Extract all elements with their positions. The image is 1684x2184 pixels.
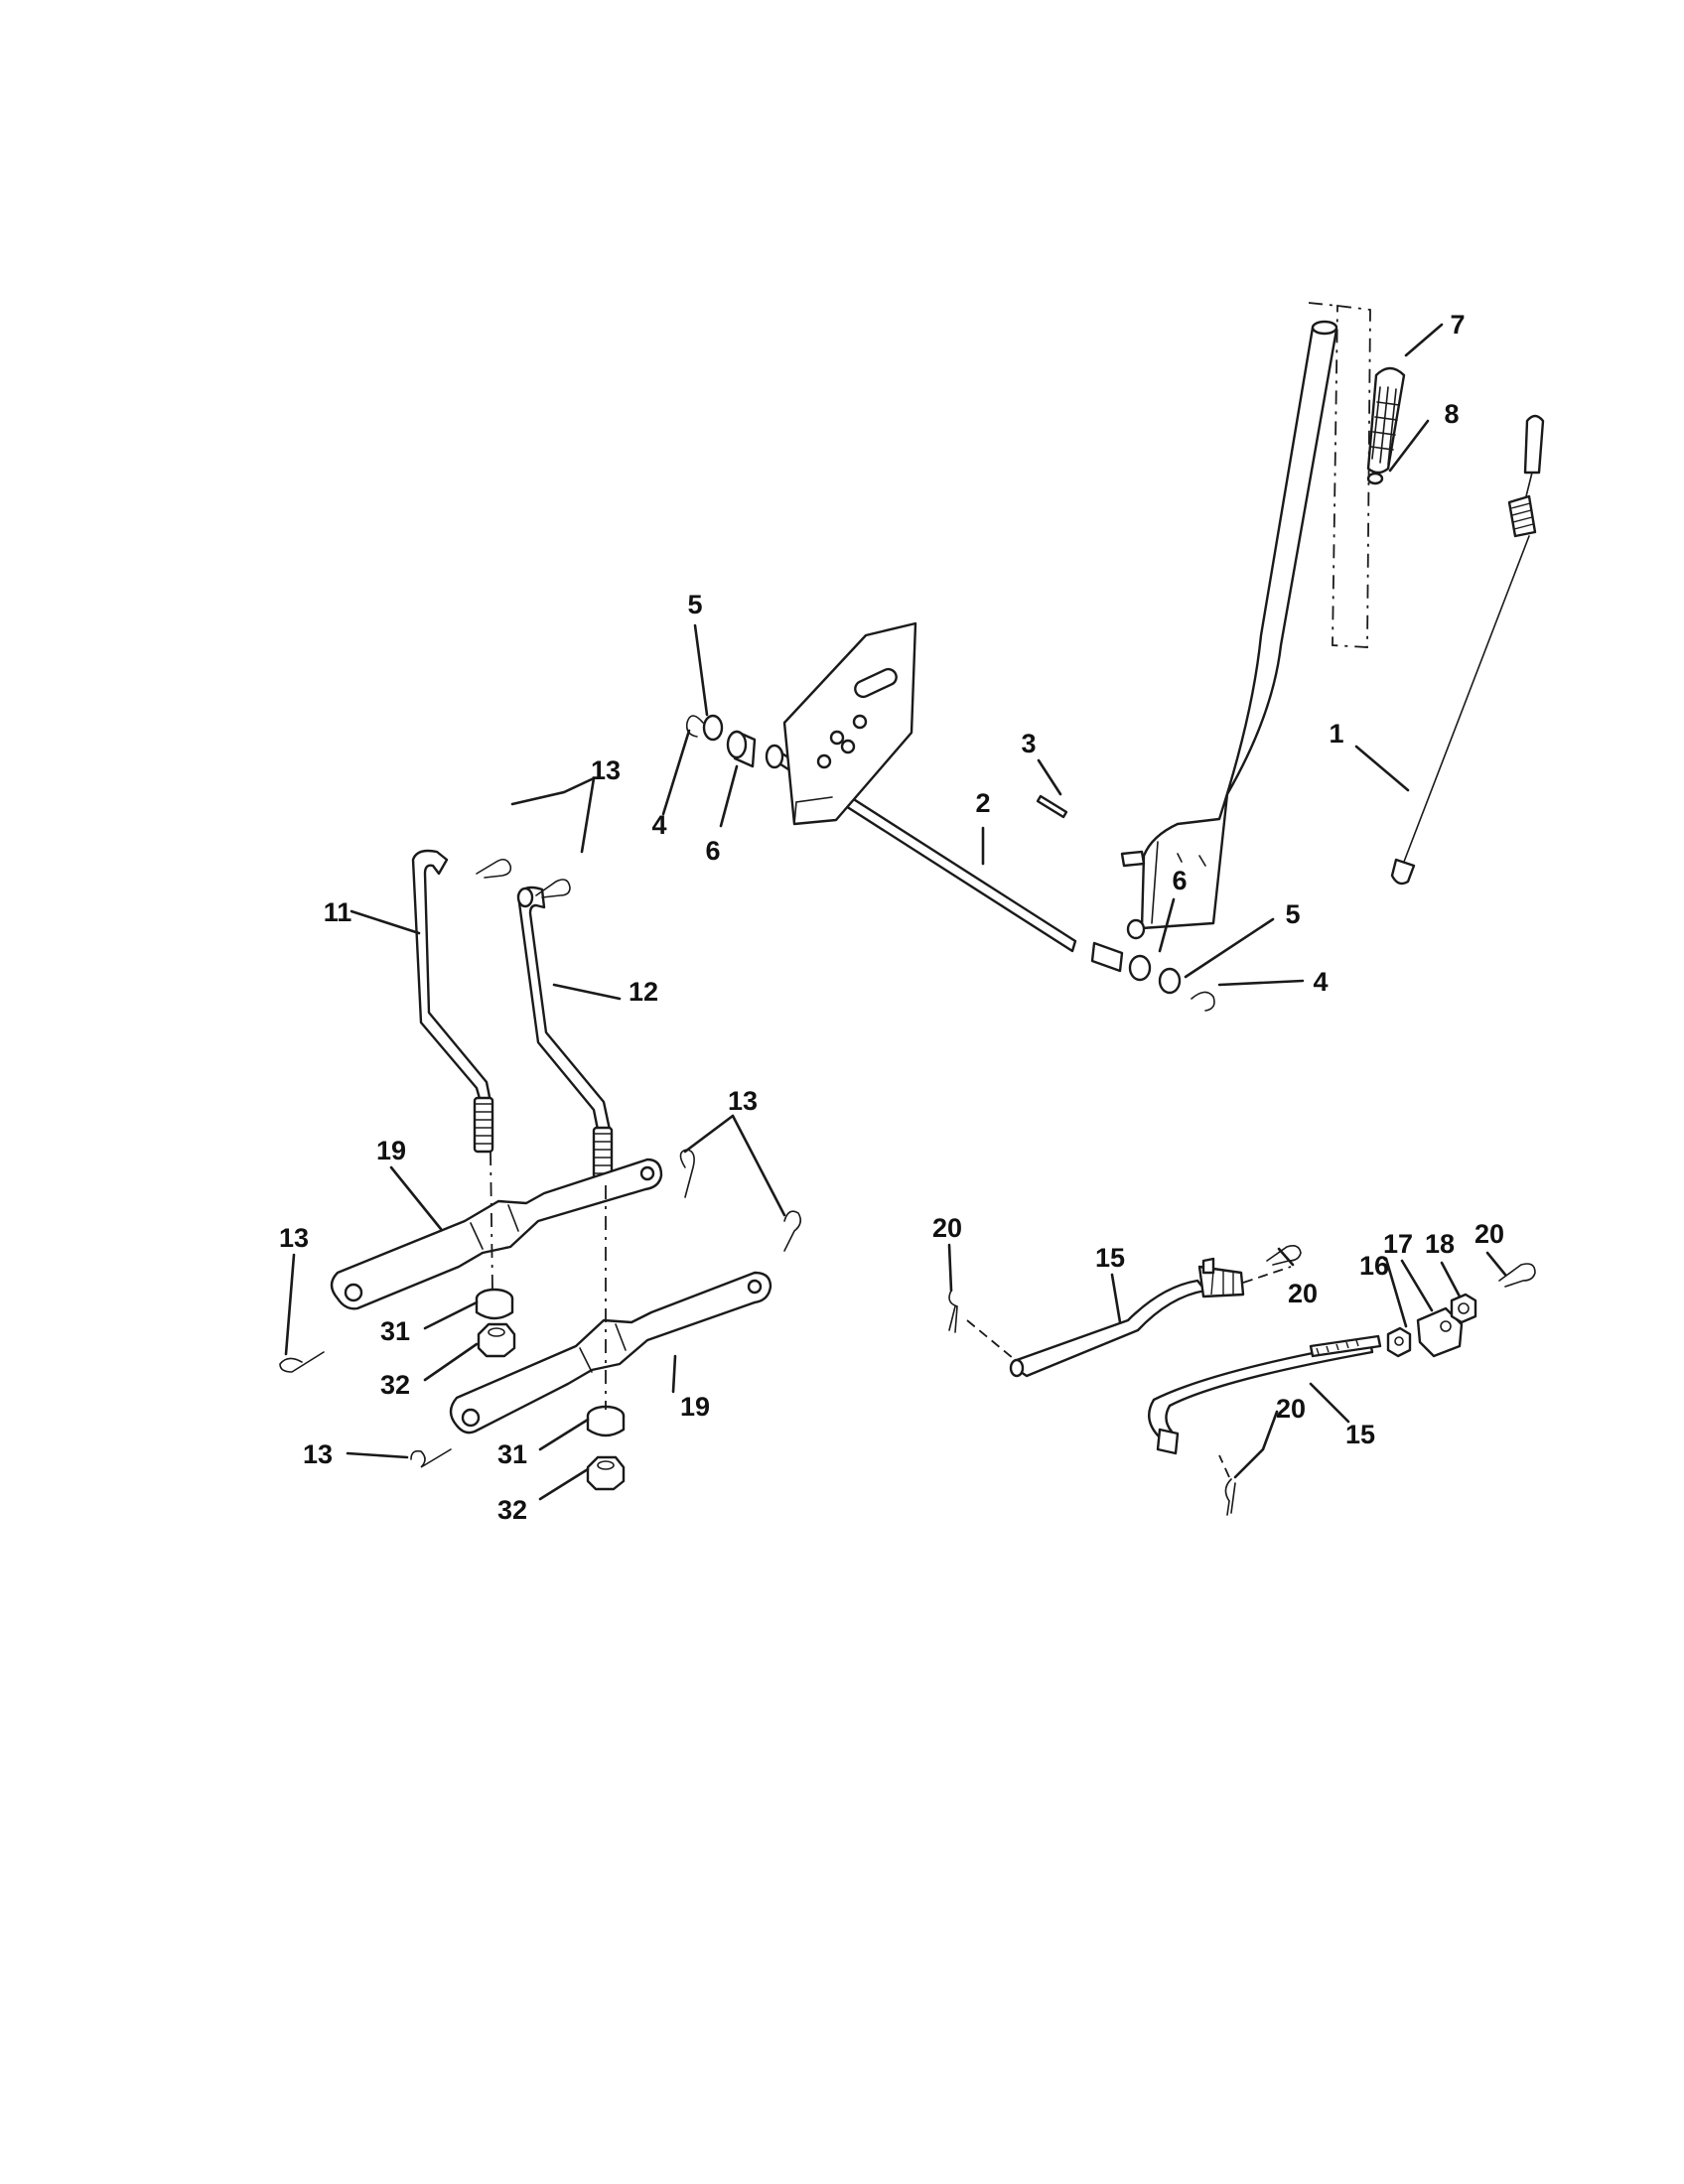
nut-part-32-upper: [477, 1322, 516, 1358]
hairpin-part-13-top-b: [535, 879, 571, 898]
lift-handle: [1120, 320, 1338, 940]
callout-13: 13: [591, 755, 621, 785]
callout-8: 8: [1444, 399, 1459, 429]
callout-19: 19: [680, 1392, 710, 1422]
callout-20: 20: [1474, 1219, 1504, 1249]
callout-6: 6: [1172, 866, 1187, 895]
callout-31: 31: [380, 1316, 410, 1346]
callout-13: 13: [279, 1223, 309, 1253]
plug-part-8: [1366, 472, 1384, 485]
hairpin-part-4-right: [1191, 991, 1215, 1012]
hairpin-part-13-bottom: [410, 1448, 452, 1468]
block-part-17: [1416, 1306, 1464, 1358]
rod-dash-line-b: [1242, 1266, 1292, 1284]
callout-11: 11: [324, 897, 352, 927]
grip-part-7: [1308, 302, 1406, 648]
lift-link-part-12: [516, 886, 614, 1187]
callout-32: 32: [380, 1370, 410, 1400]
callout-31: 31: [497, 1439, 527, 1469]
callout-32: 32: [497, 1495, 527, 1525]
hairpin-part-13-mid-b: [783, 1210, 802, 1252]
cotter-pin-part-20-a: [948, 1290, 958, 1333]
cotter-pin-part-20-c: [1498, 1263, 1536, 1288]
callout-19: 19: [376, 1136, 406, 1165]
adjust-rod-part-15-upper: [1009, 1257, 1245, 1378]
callout-4: 4: [1313, 967, 1328, 997]
callout-20: 20: [1288, 1279, 1318, 1308]
callout-15: 15: [1095, 1243, 1125, 1273]
washer-part-5-right: [1158, 967, 1182, 995]
callout-1: 1: [1329, 719, 1343, 749]
mount-bracket: [782, 621, 917, 826]
lift-arm-part-19-upper: [330, 1158, 663, 1310]
bushing-part-6-left: [726, 730, 784, 769]
callout-20: 20: [932, 1213, 962, 1243]
callout-5: 5: [1285, 899, 1300, 929]
callout-4: 4: [651, 810, 666, 840]
lift-arm-part-19-lower: [449, 1271, 772, 1434]
bushing-part-31-lower: [586, 1405, 626, 1437]
callout-12: 12: [629, 977, 658, 1007]
nut-part-18: [1450, 1293, 1477, 1324]
callout-5: 5: [687, 590, 702, 619]
callout-18: 18: [1425, 1229, 1455, 1259]
callout-20: 20: [1276, 1394, 1306, 1424]
cotter-pin-part-20-b: [1266, 1245, 1302, 1266]
callout-2: 2: [975, 788, 990, 818]
washer-part-5-left: [702, 714, 724, 742]
callout-3: 3: [1021, 729, 1036, 758]
cotter-pin-part-20-d: [1224, 1478, 1236, 1516]
lift-link-part-11: [411, 849, 494, 1154]
callout-17: 17: [1383, 1229, 1413, 1259]
cable-part-1: [1390, 414, 1545, 886]
callout-13: 13: [303, 1439, 333, 1469]
bushing-part-31-upper: [475, 1288, 514, 1320]
hairpin-part-4-left: [685, 715, 704, 738]
hairpin-part-13-left: [279, 1351, 325, 1373]
callout-15: 15: [1345, 1420, 1375, 1449]
bushing-part-6-right: [1090, 941, 1152, 982]
leader-lines: [284, 323, 1507, 1501]
callout-16: 16: [1359, 1251, 1389, 1281]
assembly-line-left: [490, 1151, 493, 1292]
adjust-rod-part-15-lower: [1148, 1334, 1382, 1455]
rod-dash-line-a: [966, 1319, 1014, 1359]
nut-part-32-lower: [586, 1455, 626, 1491]
hairpin-part-13-top-a: [476, 858, 512, 879]
pin-part-3: [1036, 794, 1068, 819]
nut-part-16: [1386, 1326, 1412, 1358]
callout-7: 7: [1450, 310, 1465, 340]
rod-dash-line-c: [1218, 1454, 1230, 1478]
hairpin-part-13-mid-a: [679, 1149, 695, 1198]
callout-13: 13: [728, 1086, 758, 1116]
callout-6: 6: [705, 836, 720, 866]
